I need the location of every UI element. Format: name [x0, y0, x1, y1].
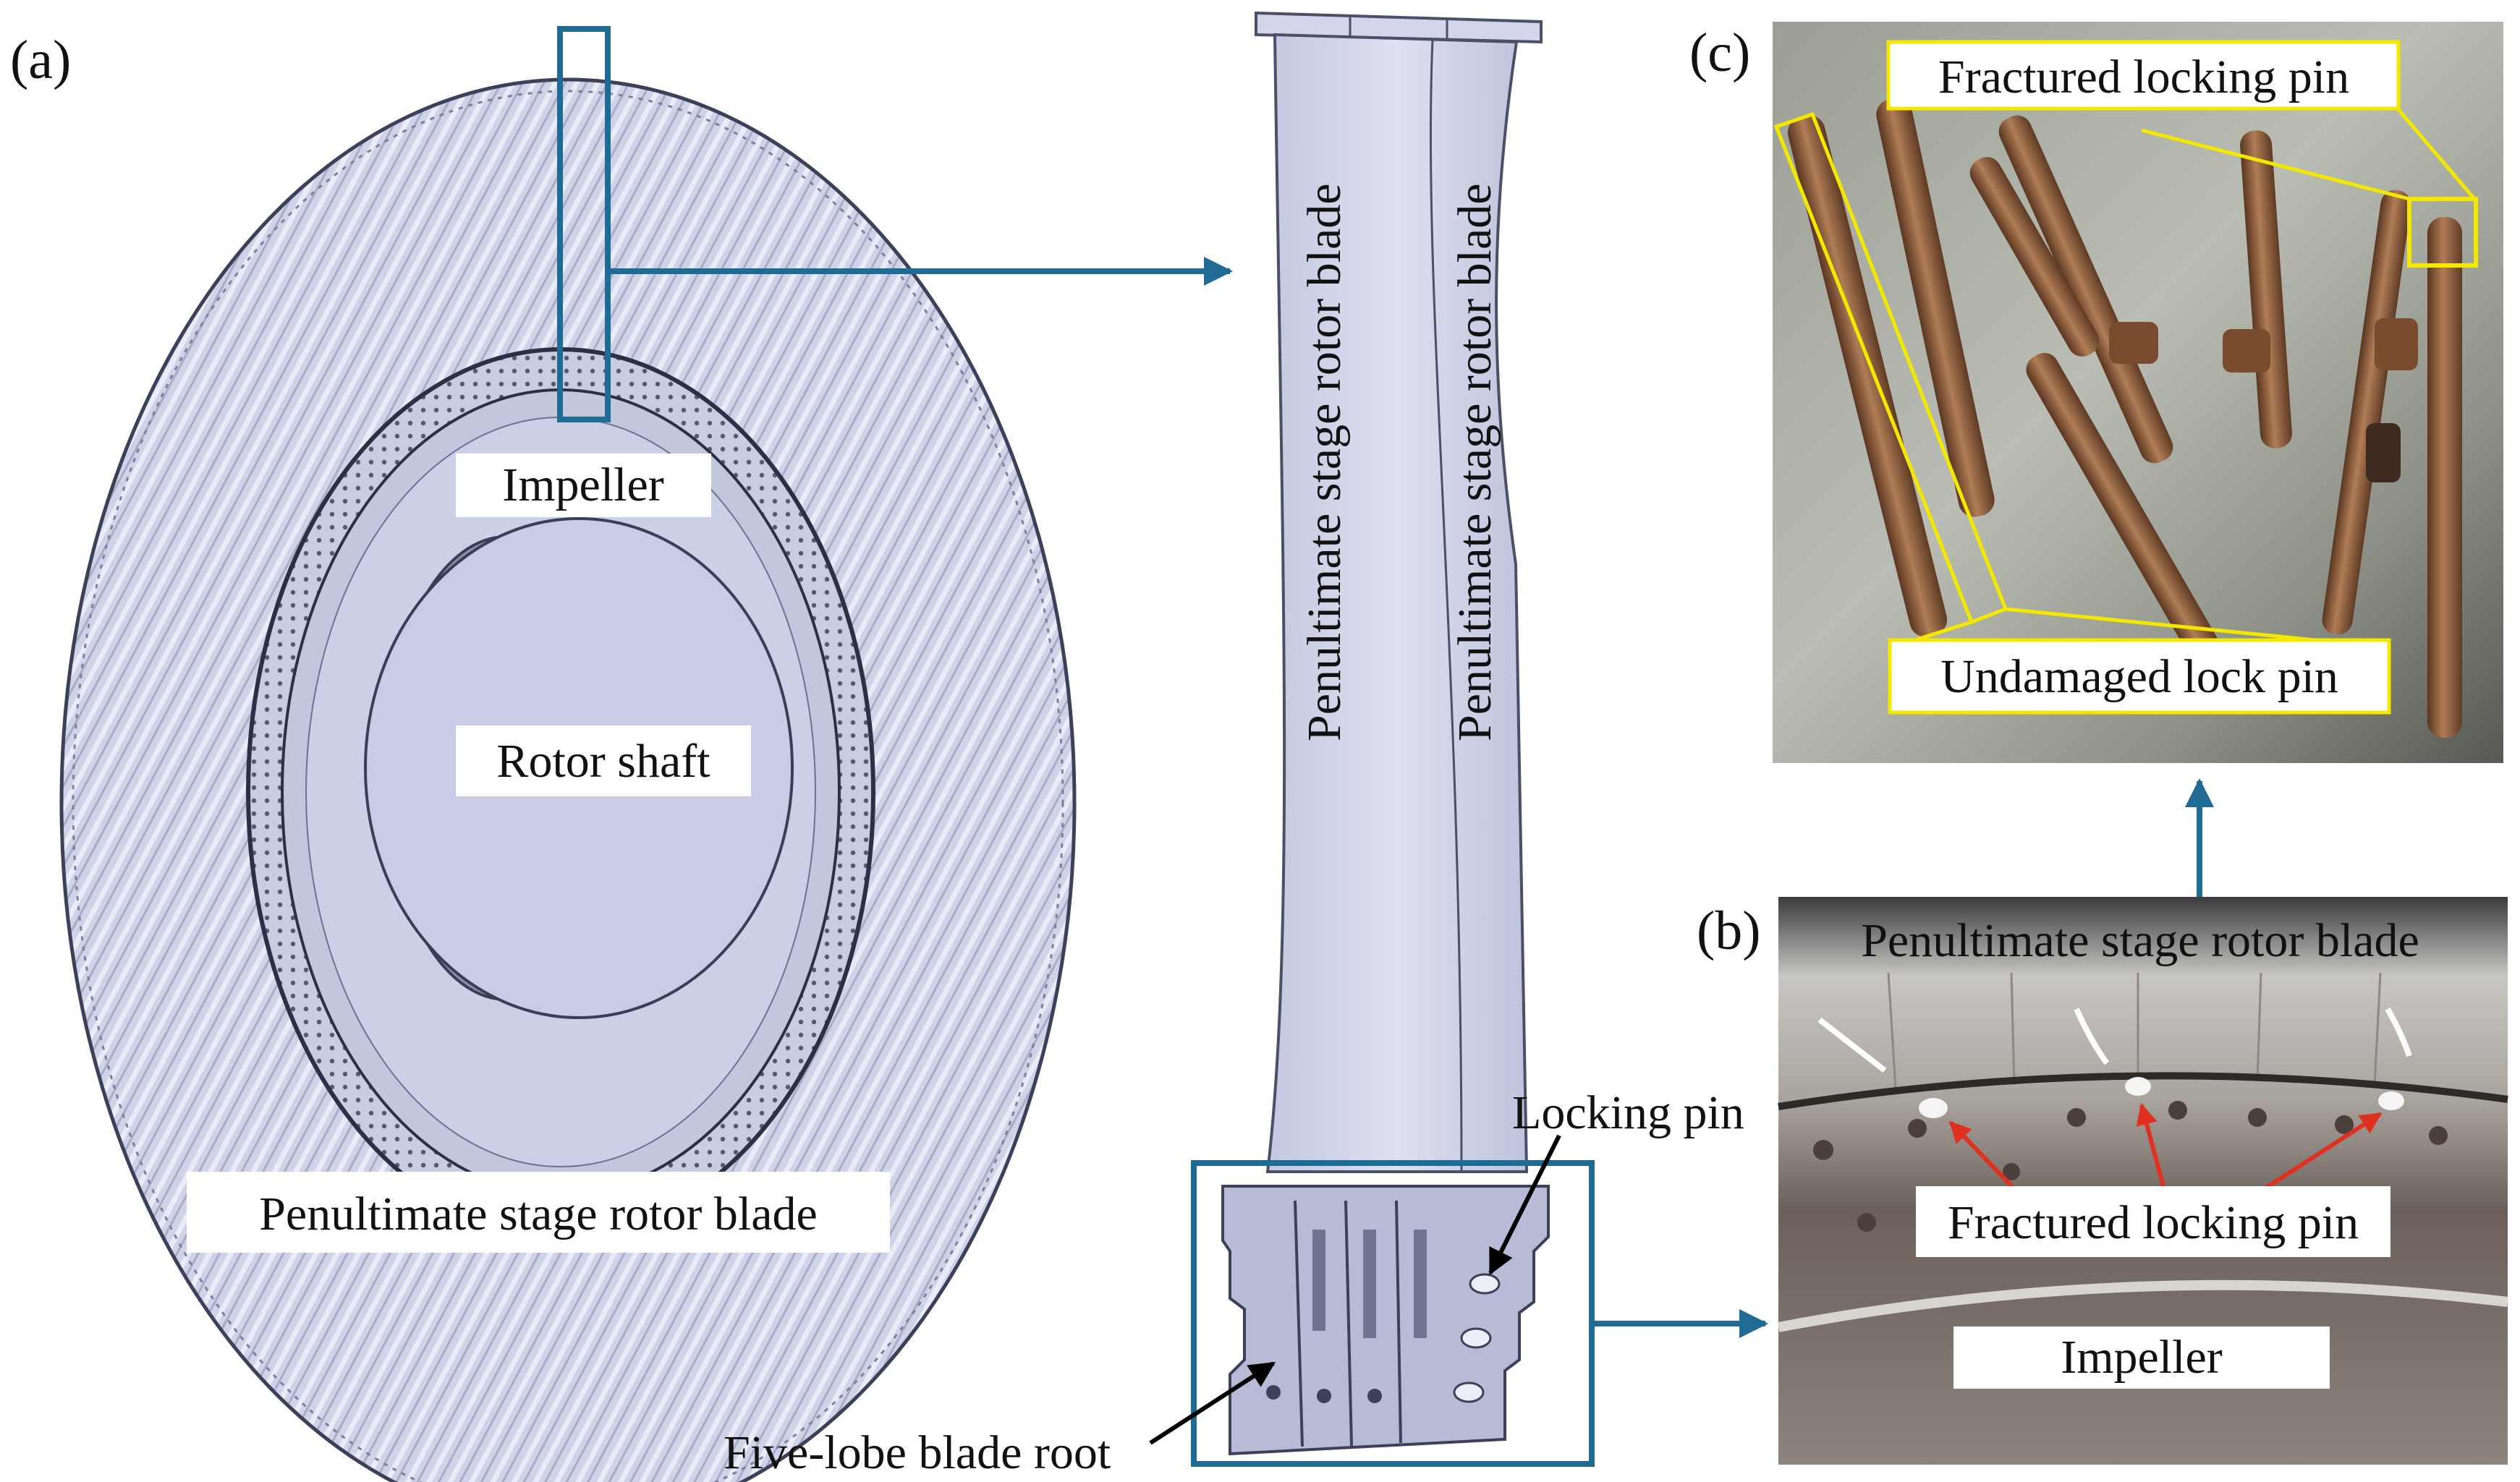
pin-fragment-2 — [2223, 329, 2270, 372]
fractured-pin-spot-3 — [2378, 1091, 2404, 1110]
panel-a: (a) Impeller Rotor shaft Penultimate sta… — [10, 26, 1233, 1482]
root-highlight-box — [1191, 1160, 1595, 1467]
blade-profile-edge — [1429, 40, 1463, 1172]
locking-pin-head-1 — [1469, 1273, 1501, 1295]
pin-fragment-1 — [2109, 322, 2158, 364]
blade-root — [1221, 1185, 1550, 1456]
fractured-pin-label-box-b — [1916, 1186, 2390, 1257]
blade-root-arrow — [1149, 1361, 1276, 1445]
impeller-label-box — [456, 453, 711, 517]
blade-ring-shroud — [72, 90, 1064, 1482]
impeller-label-box-b — [1953, 1326, 2330, 1389]
fractured-pin-spot-2 — [2125, 1077, 2151, 1096]
undamaged-pin-label: Undamaged lock pin — [1940, 650, 2338, 703]
panel-b-letter: (b) — [1697, 900, 1761, 961]
fractured-pin-label-b: Fractured locking pin — [1948, 1196, 2359, 1249]
rotor-blade-label: Penultimate stage rotor blade — [259, 1188, 818, 1240]
impeller-label: Impeller — [502, 459, 664, 511]
blade-label-right: Penultimate stage rotor blade — [1448, 183, 1501, 741]
panel-c-letter: (c) — [1689, 22, 1750, 83]
rotor-blade-label-b: Penultimate stage rotor blade — [1861, 914, 2419, 967]
rotor-blade-label-box — [187, 1172, 890, 1253]
fractured-pin-label-c: Fractured locking pin — [1938, 51, 2349, 103]
impeller-rim-groove — [1778, 1072, 2508, 1110]
locking-pin-head-3 — [1453, 1381, 1485, 1403]
pin-undamaged — [1787, 115, 1948, 637]
fractured-pin-label-box-c — [1886, 40, 2401, 111]
locking-pin-label: Locking pin — [1512, 1086, 1744, 1139]
blade-detail: Penultimate stage rotor blade Penultimat… — [724, 11, 1768, 1479]
blade-label-left: Penultimate stage rotor blade — [1298, 183, 1351, 741]
rotor-shaft-label: Rotor shaft — [496, 735, 710, 788]
panel-a-letter: (a) — [10, 30, 71, 90]
locking-pin-arrow — [1488, 1134, 1561, 1276]
pin-fractured-long — [2427, 217, 2462, 738]
blade-airfoil — [1265, 33, 1529, 1173]
impeller-outer-lip — [1777, 1279, 2508, 1332]
pin-fragment-3 — [2375, 318, 2418, 370]
undamaged-pin-label-box — [1888, 638, 2391, 715]
blade-root-label: Five-lobe blade root — [724, 1426, 1111, 1479]
locking-pin-head-2 — [1460, 1327, 1492, 1349]
panel-b: (b) Penultimate st — [1697, 897, 2508, 1465]
fractured-pin-spot-1 — [1919, 1098, 1948, 1118]
panel-c: (c) Fractured locking pin Undamaged lock… — [1689, 22, 2503, 763]
blade-highlight-box — [557, 26, 611, 422]
fractured-pin-highlight — [2407, 197, 2478, 268]
impeller-label-b: Impeller — [2061, 1331, 2223, 1384]
rotor-shaft-label-box — [456, 725, 751, 796]
